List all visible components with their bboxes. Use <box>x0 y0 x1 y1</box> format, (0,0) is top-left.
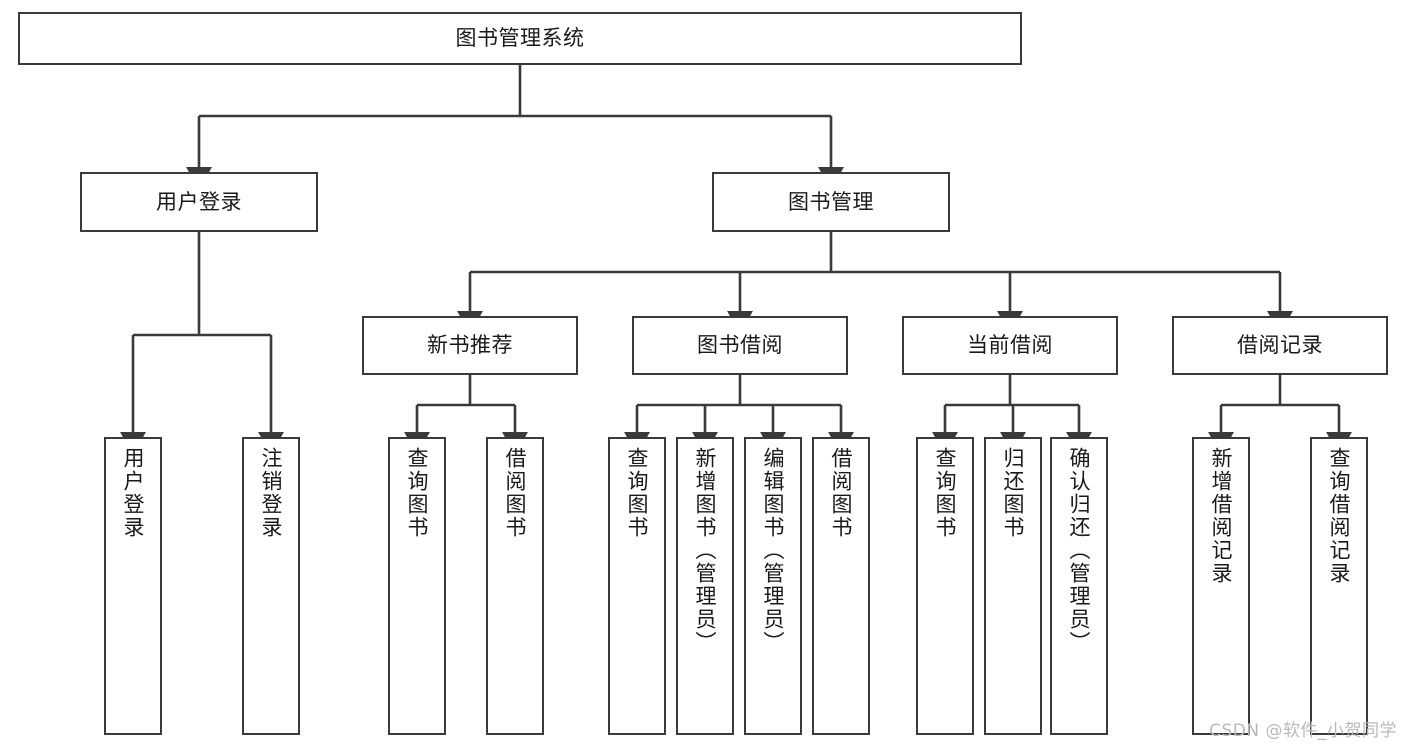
node-leaf-borrow-book-1[interactable]: 借阅图书 <box>486 437 544 735</box>
node-label: 图书管理 <box>788 189 874 214</box>
node-leaf-add-record[interactable]: 新增借阅记录 <box>1192 437 1250 735</box>
node-label: 编辑图书（管理员） <box>761 447 786 654</box>
node-label: 查询图书 <box>933 447 958 539</box>
node-leaf-borrow-book-2[interactable]: 借阅图书 <box>812 437 870 735</box>
csdn-watermark: CSDN @软件_小贺同学 <box>1209 721 1397 741</box>
node-label: 用户登录 <box>121 447 146 539</box>
node-book-manage[interactable]: 图书管理 <box>712 172 950 232</box>
node-leaf-query-book-2[interactable]: 查询图书 <box>608 437 666 735</box>
node-borrow-record[interactable]: 借阅记录 <box>1172 316 1388 375</box>
node-leaf-query-book-1[interactable]: 查询图书 <box>388 437 446 735</box>
node-leaf-query-record[interactable]: 查询借阅记录 <box>1310 437 1368 735</box>
node-label: 借阅图书 <box>503 447 528 539</box>
node-current-borrow[interactable]: 当前借阅 <box>902 316 1118 375</box>
node-leaf-logout[interactable]: 注销登录 <box>242 437 300 735</box>
node-user-login[interactable]: 用户登录 <box>80 172 318 232</box>
node-label: 借阅记录 <box>1237 333 1323 358</box>
node-label: 当前借阅 <box>967 333 1053 358</box>
node-label: 注销登录 <box>259 447 284 539</box>
node-root[interactable]: 图书管理系统 <box>18 12 1022 65</box>
node-label: 查询图书 <box>625 447 650 539</box>
node-label: 图书管理系统 <box>455 26 585 51</box>
node-leaf-confirm-return[interactable]: 确认归还（管理员） <box>1050 437 1108 735</box>
node-label: 新书推荐 <box>427 333 513 358</box>
node-leaf-return-book[interactable]: 归还图书 <box>984 437 1042 735</box>
node-leaf-user-login[interactable]: 用户登录 <box>104 437 162 735</box>
node-new-book-rec[interactable]: 新书推荐 <box>362 316 578 375</box>
node-label: 用户登录 <box>156 189 242 214</box>
node-leaf-edit-book[interactable]: 编辑图书（管理员） <box>744 437 802 735</box>
node-book-borrow[interactable]: 图书借阅 <box>632 316 848 375</box>
node-label: 新增借阅记录 <box>1209 447 1234 585</box>
node-leaf-add-book[interactable]: 新增图书（管理员） <box>676 437 734 735</box>
node-label: 查询图书 <box>405 447 430 539</box>
node-label: 确认归还（管理员） <box>1067 447 1092 654</box>
node-leaf-query-book-3[interactable]: 查询图书 <box>916 437 974 735</box>
node-label: 借阅图书 <box>829 447 854 539</box>
node-label: 新增图书（管理员） <box>693 447 718 654</box>
node-label: 图书借阅 <box>697 333 783 358</box>
node-label: 归还图书 <box>1001 447 1026 539</box>
node-label: 查询借阅记录 <box>1327 447 1352 585</box>
